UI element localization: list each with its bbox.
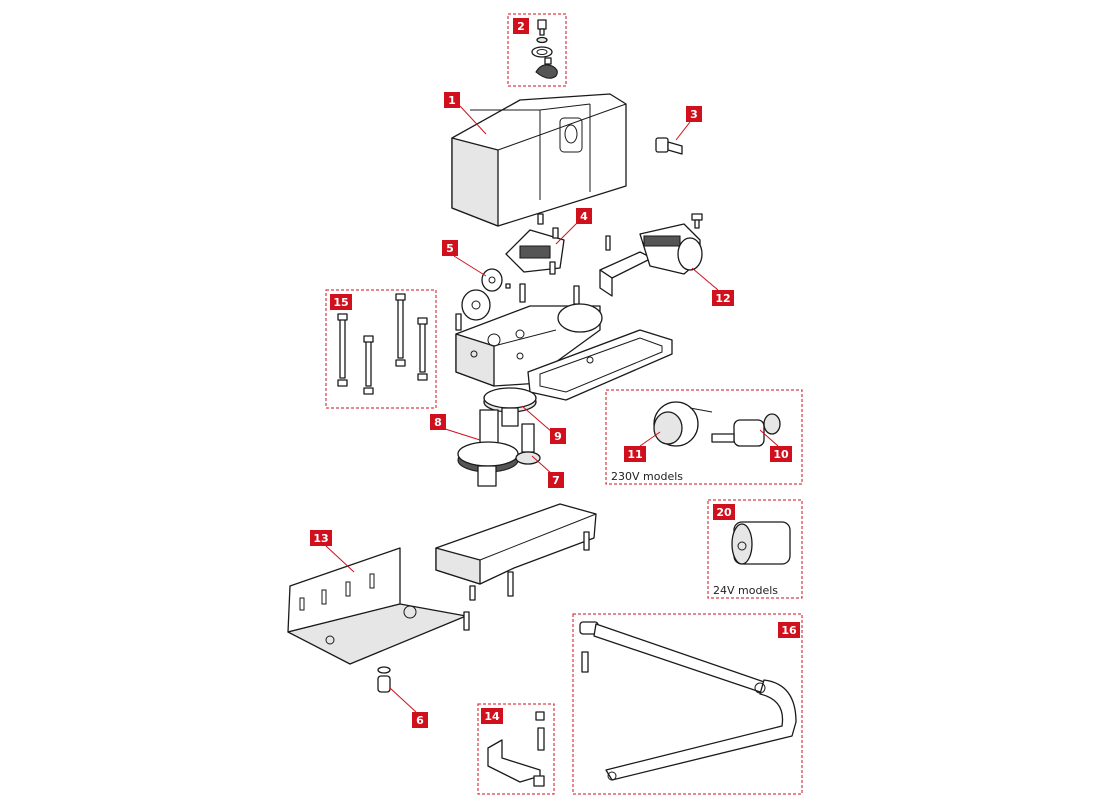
callout-12-label: 12 — [715, 292, 730, 305]
part-8-gear-shaft — [457, 409, 519, 487]
group-box-part-16 — [572, 613, 803, 795]
leader-4 — [555, 221, 579, 245]
leader-7 — [531, 455, 553, 475]
part-11-stator — [653, 401, 713, 447]
caption-230v-models: 230V models — [611, 470, 683, 483]
leader-lines — [325, 105, 779, 713]
part-7-pinion — [515, 423, 541, 465]
callout-11-label: 11 — [627, 448, 642, 461]
callout-15: 15 — [330, 294, 352, 310]
callout-16: 16 — [778, 622, 800, 638]
leader-8 — [441, 427, 481, 441]
part-20-motor-24v — [731, 521, 791, 565]
callout-6-label: 6 — [416, 714, 424, 727]
part-14-bracket — [487, 711, 545, 787]
group-box-24v-models — [707, 499, 803, 599]
callout-1: 1 — [444, 92, 460, 108]
callout-11: 11 — [624, 446, 646, 462]
callout-12: 12 — [712, 290, 734, 306]
callout-20: 20 — [713, 504, 735, 520]
part-10-rotor — [711, 413, 781, 447]
callout-4: 4 — [576, 208, 592, 224]
group-box-part-14 — [477, 703, 555, 795]
gearbox-screws — [455, 283, 580, 331]
callout-6: 6 — [412, 712, 428, 728]
leader-6 — [389, 687, 417, 713]
leader-3 — [675, 121, 691, 141]
callout-4-label: 4 — [580, 210, 588, 223]
callout-2: 2 — [513, 18, 529, 34]
callout-9: 9 — [550, 428, 566, 444]
leader-12 — [691, 267, 719, 291]
callout-15-label: 15 — [333, 296, 348, 309]
callout-16-label: 16 — [781, 624, 797, 637]
leader-13 — [325, 545, 355, 573]
callout-20-label: 20 — [716, 506, 732, 519]
part-12-terminal-block — [599, 213, 703, 297]
callout-5-label: 5 — [446, 242, 454, 255]
part-5-disks — [461, 268, 511, 321]
callout-13-label: 13 — [313, 532, 328, 545]
callout-10: 10 — [770, 446, 792, 462]
part-2-screw-set — [531, 19, 558, 79]
callout-7-label: 7 — [552, 474, 560, 487]
callout-1-label: 1 — [448, 94, 456, 107]
callout-14-label: 14 — [484, 710, 500, 723]
leader-9 — [521, 405, 553, 433]
callout-2-label: 2 — [517, 20, 525, 33]
caption-24v-models: 24V models — [713, 584, 778, 597]
leader-11 — [639, 431, 661, 447]
callout-8-label: 8 — [434, 416, 442, 429]
callout-10-label: 10 — [773, 448, 789, 461]
callout-13: 13 — [310, 530, 332, 546]
part-6-bolt — [377, 666, 391, 693]
base-housing — [435, 503, 597, 601]
group-box-230v-models — [605, 389, 803, 485]
callout-3: 3 — [686, 106, 702, 122]
leader-5 — [453, 255, 487, 277]
callout-7: 7 — [548, 472, 564, 488]
callout-3-label: 3 — [690, 108, 698, 121]
callout-5: 5 — [442, 240, 458, 256]
part-15-tie-rods — [337, 293, 428, 395]
part-16-arm — [579, 621, 797, 781]
callout-14: 14 — [481, 708, 503, 724]
part-13-base-plate — [287, 547, 470, 665]
group-box-part-15 — [325, 289, 437, 409]
callout-8: 8 — [430, 414, 446, 430]
leader-1 — [459, 105, 487, 135]
part-4-control-board — [505, 213, 565, 275]
part-1-cover — [451, 93, 627, 227]
callout-9-label: 9 — [554, 430, 562, 443]
leader-10 — [759, 429, 779, 447]
part-3-key-lock — [655, 137, 683, 155]
